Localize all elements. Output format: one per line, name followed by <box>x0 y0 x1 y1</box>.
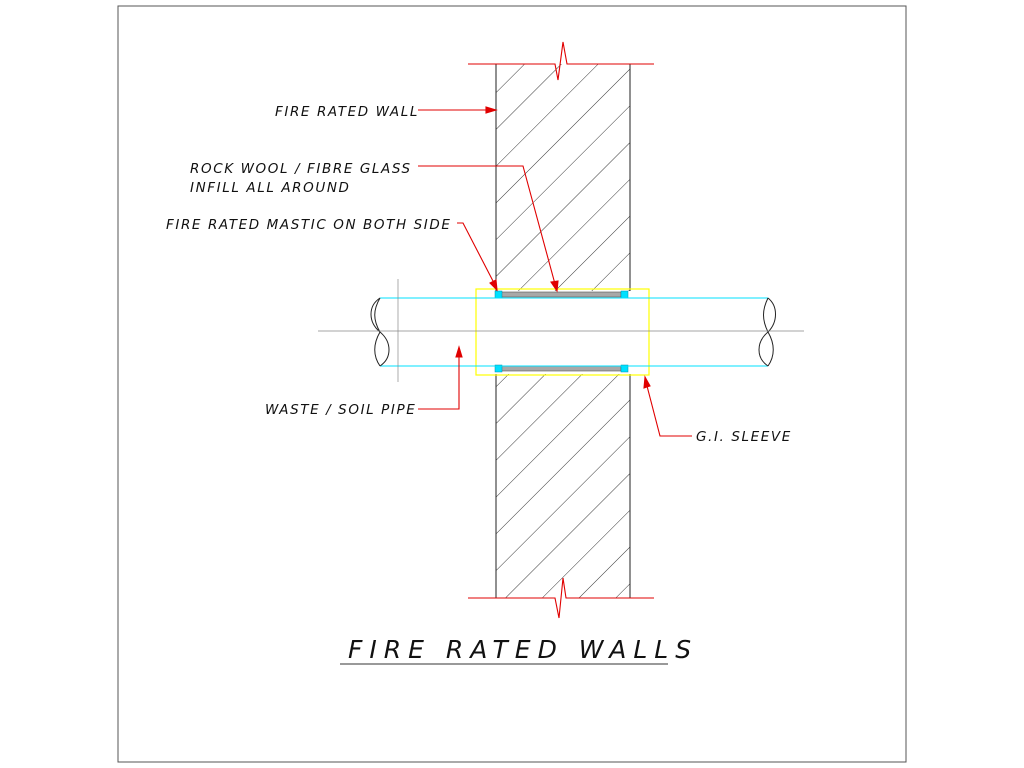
wall-upper <box>495 64 631 291</box>
leader-rock-wool <box>418 165 559 293</box>
gi-sleeve <box>475 288 650 376</box>
leader-pipe <box>418 345 463 410</box>
drawing-border <box>117 5 907 763</box>
label-fire-rated-wall: FIRE RATED WALL <box>275 104 419 120</box>
rock-wool-infill-bottom <box>500 365 622 372</box>
label-rock-wool-line1: ROCK WOOL / FIBRE GLASS <box>190 161 412 177</box>
fire-rated-mastic <box>494 290 629 373</box>
wall-lower <box>495 374 631 598</box>
break-line-top <box>468 41 654 81</box>
label-fire-rated-mastic: FIRE RATED MASTIC ON BOTH SIDE <box>166 217 452 233</box>
label-waste-soil-pipe: WASTE / SOIL PIPE <box>265 402 416 418</box>
rock-wool-infill-top <box>500 291 622 298</box>
leader-fire-rated-wall <box>418 106 498 114</box>
leader-sleeve <box>643 375 692 437</box>
leader-mastic <box>457 222 498 292</box>
drawing-title: FIRE RATED WALLS <box>348 635 698 664</box>
label-rock-wool-line2: INFILL ALL AROUND <box>190 180 351 196</box>
break-line-bottom <box>468 577 654 619</box>
label-gi-sleeve: G.I. SLEEVE <box>696 429 792 445</box>
waste-soil-pipe <box>370 297 776 367</box>
